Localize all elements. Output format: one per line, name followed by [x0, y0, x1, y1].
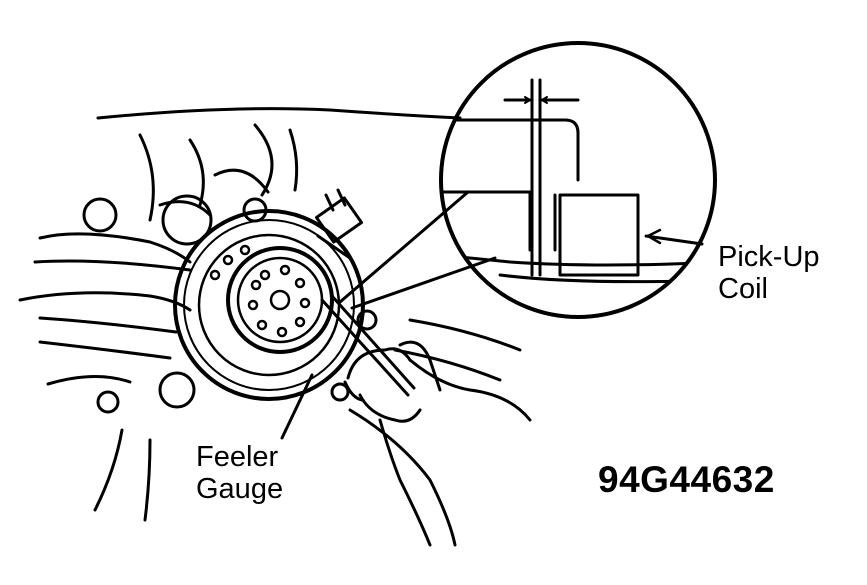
reluctor — [209, 244, 334, 354]
pick-up-label-line2: Coil — [718, 273, 768, 306]
figure-code: 94G44632 — [598, 459, 775, 500]
feeler-label-line2: Gauge — [196, 473, 284, 506]
hand — [343, 340, 532, 547]
distributor-housing — [173, 209, 365, 401]
connector — [314, 188, 364, 260]
engine-outline — [18, 107, 522, 547]
feeler-gauge-blade — [320, 294, 416, 397]
feeler-gauge-label: Feeler Gauge — [196, 441, 283, 506]
pick-up-label-line1: Pick-Up — [718, 241, 820, 273]
pick-up-coil-label: Pick-Up Coil — [718, 241, 820, 306]
magnified-inset — [439, 41, 717, 319]
feeler-label-line1: Feeler — [196, 441, 279, 473]
